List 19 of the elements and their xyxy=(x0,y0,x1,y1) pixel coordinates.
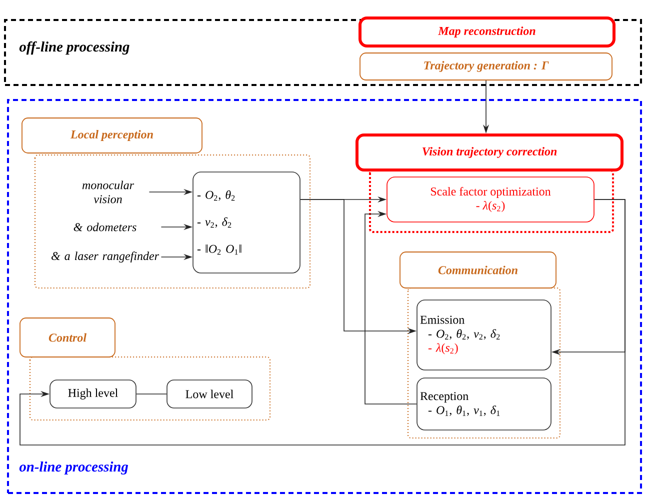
process-box: Map reconstruction xyxy=(358,16,616,48)
group-heading-box: Local perception xyxy=(22,118,202,154)
process-box: Emission - O$_{2}$, θ$_{2}$, v$_{2}$, δ$_{2}$ - λ(s$_{2}$) xyxy=(416,300,552,370)
process-box: Low level xyxy=(166,380,252,408)
group-heading-box: Communication xyxy=(400,252,556,288)
arrow xyxy=(20,199,626,446)
input-label: & a laser rangefinder xyxy=(52,252,160,262)
process-box: Scale factor optimization - λ(s$_{2}$) xyxy=(386,176,594,222)
region-label: off-line processing xyxy=(19,41,130,55)
input-label: & odometers xyxy=(74,222,136,232)
process-box: Trajectory generation : Γ xyxy=(360,52,612,80)
process-box: - O$_{2}$, θ$_{2}$ - v$_{2}$, δ$_{2}$ - ‖O$_{2}$ O$_{1}$‖ xyxy=(192,172,300,274)
process-box: High level xyxy=(50,380,136,408)
group-heading-box: Control xyxy=(20,318,116,358)
region-label: on-line processing xyxy=(19,461,128,475)
group-heading-box: Vision trajectory correction xyxy=(356,134,624,172)
arrow xyxy=(364,210,417,404)
process-box: Reception - O$_{1}$, θ$_{1}$, v$_{1}$, δ$_{1}$ xyxy=(416,378,552,430)
input-label: monocular vision xyxy=(82,180,134,204)
